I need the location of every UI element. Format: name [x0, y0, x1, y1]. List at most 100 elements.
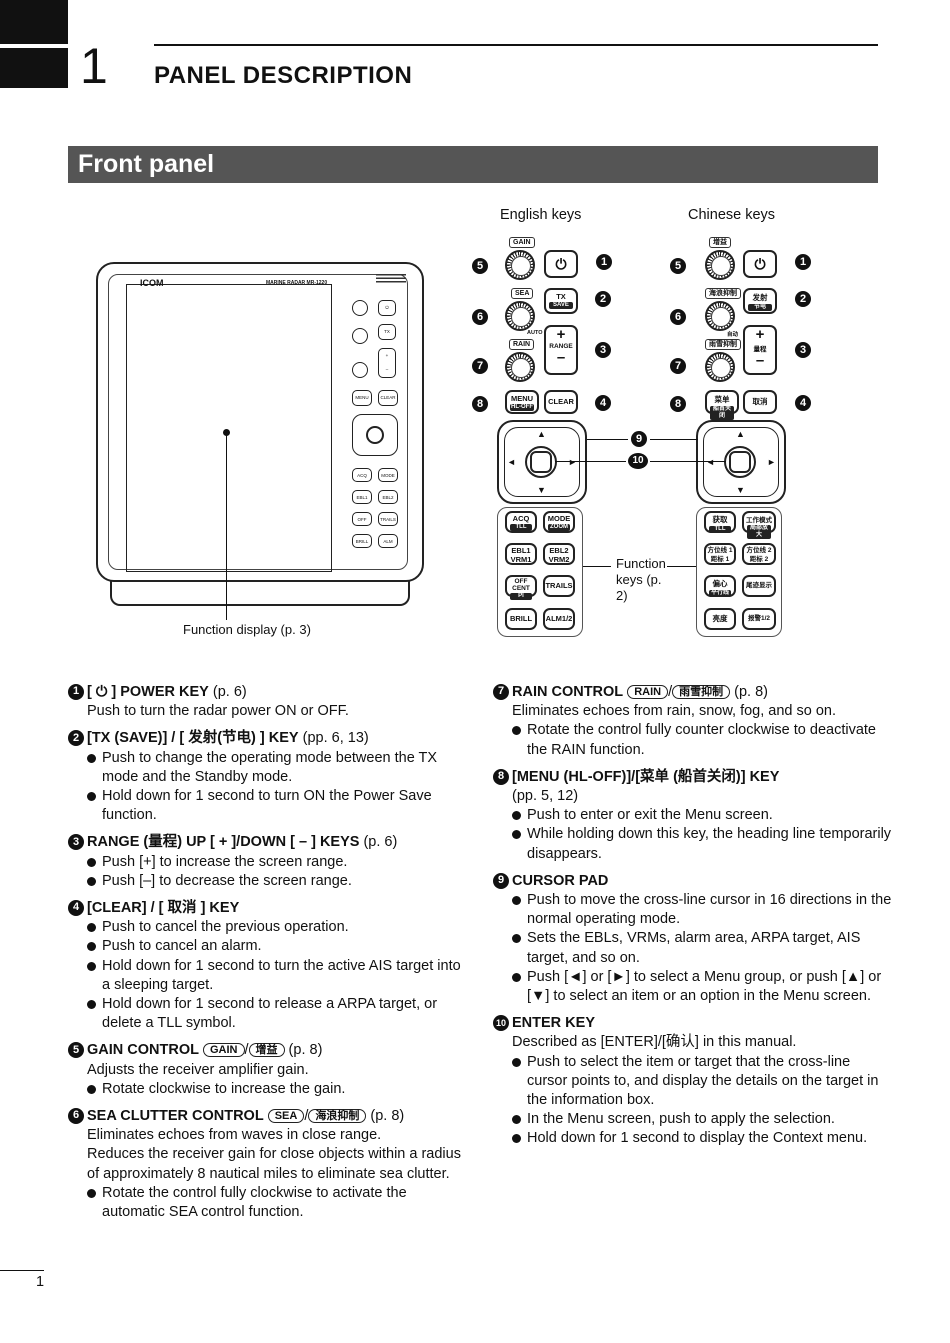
slash: / [244, 1042, 249, 1059]
item-heading: [MENU (HL-OFF)]/[菜单 (船首关闭)] KEY [512, 768, 780, 785]
callout-4: 4 [595, 395, 611, 411]
mini-menu-key: MENU [352, 390, 372, 406]
cn-brill-key: 亮度 [704, 608, 736, 630]
sea-pill: SEA [267, 1109, 305, 1124]
bullet-item: Push to change the operating mode betwee… [68, 749, 468, 787]
enter-key-leader-right [650, 461, 726, 462]
cn-ebl2-label: 方位线 2 [746, 547, 772, 554]
radar-unit-illustration: ICOM MARINE RADAR MR-1220 ⏻ TX +– MENU C… [96, 262, 424, 608]
item-heading: CURSOR PAD [512, 872, 609, 889]
range-key: + RANGE – [544, 325, 578, 375]
item-number-marker: 5 [68, 1042, 84, 1059]
cn-left-arrow-icon: ◄ [706, 457, 715, 467]
bullet-item: Push to enter or exit the Menu screen. [493, 806, 893, 825]
cn-callout-1: 1 [795, 254, 811, 270]
bullet-item: Rotate clockwise to increase the gain. [68, 1080, 468, 1099]
mini-ebl1-key: EBL1 [352, 490, 372, 504]
hl-off-label: HL-OFF [510, 404, 534, 411]
item-gain-control: 5 GAIN CONTROL GAIN/增益 (p. 8) Adjusts th… [68, 1041, 468, 1099]
gain-tag: GAIN [509, 237, 535, 248]
auto-label: AUTO [527, 330, 543, 336]
mini-mode-key: MODE [378, 468, 398, 482]
item-number-marker: 9 [493, 872, 509, 889]
cn-rain-tag: 雨雪抑制 [705, 339, 741, 350]
cn-tll-label: TLL [709, 526, 731, 533]
section-title: Front panel [78, 150, 215, 178]
rain-knob [505, 352, 535, 382]
right-column: 7 RAIN CONTROL RAIN/雨雪抑制 (p. 8) Eliminat… [493, 683, 893, 1157]
bullet-item: Hold down for 1 second to turn ON the Po… [68, 787, 468, 825]
page-ref: (p. 6) [208, 684, 247, 700]
cn-off-cent-label: 偏心 [712, 579, 728, 588]
cn-acq-key: 获取 TLL [704, 511, 736, 533]
radar-model-label: MARINE RADAR MR-1220 [266, 280, 328, 286]
icom-logo: ICOM [140, 278, 164, 288]
mini-gain-knob [352, 300, 368, 316]
cn-callout-8: 8 [670, 396, 686, 412]
bullet-item: Hold down for 1 second to display the Co… [493, 1129, 893, 1148]
cn-cursor-pad-frame [696, 420, 786, 504]
item-heading: SEA CLUTTER CONTROL [87, 1108, 264, 1125]
zoom-label: ZOOM [548, 524, 570, 531]
mini-alm-key: ALM [378, 534, 398, 548]
slash: / [668, 684, 673, 700]
bullet-item: Push [+] to increase the screen range. [68, 853, 468, 872]
radar-bezel [108, 274, 408, 570]
item-cursor-pad: 9 CURSOR PAD Push to move the cross-line… [493, 872, 893, 1006]
cn-sea-tag: 海浪抑制 [705, 288, 741, 299]
item-number-marker: 3 [68, 834, 84, 851]
tll-label: TLL [510, 524, 532, 531]
bullet-item: While holding down this key, the heading… [493, 825, 893, 863]
ebl2-label: EBL2 [549, 546, 569, 555]
cn-menu-label: 菜单 [714, 395, 730, 404]
cn-mode-label: 工作模式 [746, 517, 772, 524]
left-column: 1 [ ⏻ ] POWER KEY (p. 6) Push to turn th… [68, 683, 468, 1230]
pi-label: PI [510, 593, 532, 600]
save-label: SAVE [549, 302, 573, 309]
sea-cn-pill: 海浪抑制 [308, 1109, 367, 1124]
item-heading: GAIN CONTROL [87, 1042, 199, 1059]
cn-vrm2-label: 距标 2 [749, 556, 769, 563]
mini-offcent-key: OFF [352, 512, 372, 526]
rain-tag: RAIN [509, 339, 535, 350]
page-ref: (p. 8) [284, 1042, 323, 1059]
cn-gain-tag: 增益 [709, 237, 731, 248]
mini-trails-key: TRAILS [378, 512, 398, 526]
chapter-tab [0, 0, 68, 88]
cn-trails-key: 尾迹显示 [742, 575, 776, 597]
item-number-marker: 7 [493, 684, 509, 700]
clear-key: CLEAR [544, 390, 578, 414]
up-arrow-icon: ▲ [537, 429, 546, 439]
cn-right-arrow-icon: ► [767, 457, 776, 467]
callout-3: 3 [595, 342, 611, 358]
item-heading: RAIN CONTROL [512, 684, 624, 700]
item-description: Adjusts the receiver amplifier gain. [87, 1061, 309, 1078]
item-description: Reduces the receiver gain for close obje… [87, 1146, 461, 1182]
item-heading: ENTER KEY [512, 1015, 595, 1032]
cn-callout-7: 7 [670, 358, 686, 374]
page-ref: (p. 8) [730, 684, 768, 700]
cn-acq-label: 获取 [712, 515, 728, 524]
footer-rule [0, 1270, 44, 1271]
item-range-keys: 3 RANGE (量程) UP [ + ]/DOWN [ – ] KEYS (p… [68, 833, 468, 891]
mini-enter-key [366, 426, 384, 444]
section-bar: Front panel [68, 146, 878, 183]
enter-key-leader-left [555, 461, 626, 462]
power-icon: ⏻ [95, 684, 108, 700]
callout-8: 8 [472, 396, 488, 412]
bullet-item: Sets the EBLs, VRMs, alarm area, ARPA ta… [493, 929, 893, 967]
item-heading: [CLEAR] / [ 取消 ] KEY [87, 900, 240, 917]
cn-callout-4: 4 [795, 395, 811, 411]
cn-tx-key: 发射节电 [743, 288, 777, 314]
cn-range-key: + 量程 – [743, 325, 777, 375]
function-keys-leader-right [667, 566, 696, 567]
item-number-marker: 1 [68, 684, 84, 700]
cn-callout-6: 6 [670, 309, 686, 325]
item-number-marker: 8 [493, 768, 509, 785]
cn-hl-off-label: 船首关闭 [710, 406, 734, 420]
radar-body [96, 262, 424, 582]
cn-rain-knob [705, 352, 735, 382]
